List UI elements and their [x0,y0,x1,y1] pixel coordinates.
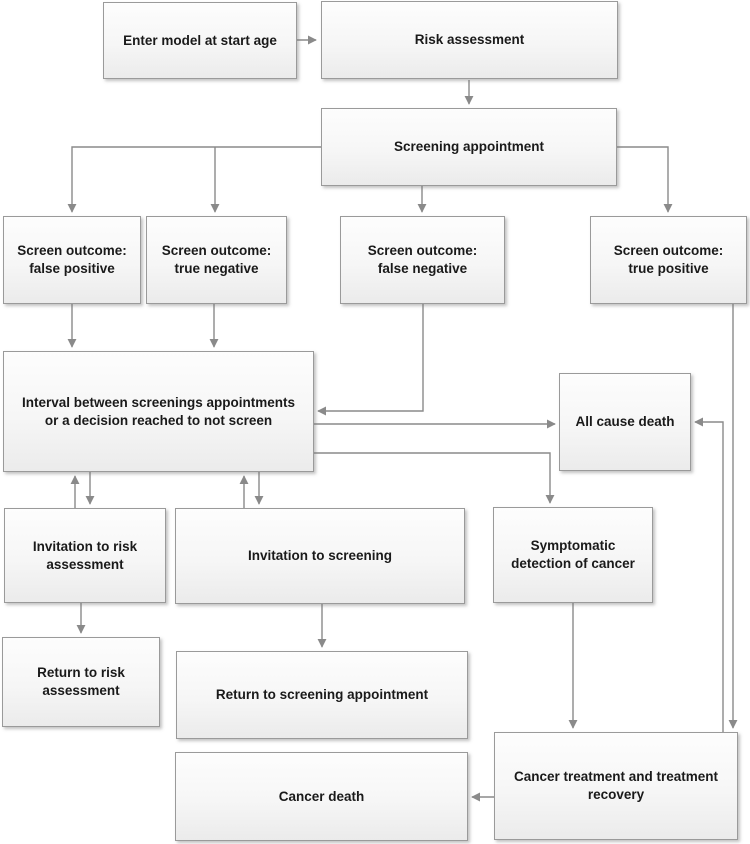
node-screen-false-negative: Screen outcome: false negative [340,216,505,304]
node-screen-true-negative: Screen outcome: true negative [146,216,287,304]
node-cancer-treatment-label: Cancer treatment and treatment recovery [513,769,719,802]
arrow-interval-to-symptomatic-detection [314,452,555,504]
node-invitation-to-screening-label: Invitation to screening [247,548,393,564]
arrow-screen-false-negative-to-interval [317,304,424,416]
node-screen-false-positive-label: Screen outcome: false positive [17,243,127,276]
node-return-to-risk-assessment: Return to risk assessment [2,637,160,727]
node-interval-between-screenings: Interval between screenings appointments… [3,351,314,472]
node-screen-false-negative-label: Screen outcome: false negative [367,243,478,276]
node-screening-appointment: Screening appointment [321,108,617,186]
node-symptomatic-detection: Symptomatic detection of cancer [493,507,653,603]
node-screen-true-negative-label: Screen outcome: true negative [161,243,272,276]
node-screening-appointment-label: Screening appointment [393,139,545,155]
node-screen-true-positive: Screen outcome: true positive [590,216,747,304]
node-return-to-screening-appointment: Return to screening appointment [176,651,468,739]
arrow-screening-appointment-to-screen-false-positive [67,146,321,213]
node-cancer-treatment: Cancer treatment and treatment recovery [494,732,738,840]
node-screen-true-positive-label: Screen outcome: true positive [613,243,724,276]
node-symptomatic-detection-label: Symptomatic detection of cancer [511,538,635,571]
node-invitation-to-risk-assessment-label: Invitation to risk assessment [32,538,138,572]
node-enter-model-label: Enter model at start age [123,32,277,48]
node-invitation-to-risk-assessment: Invitation to risk assessment [4,508,166,603]
node-return-to-risk-assessment-label: Return to risk assessment [37,665,125,698]
node-return-to-screening-appointment-label: Return to screening appointment [215,687,429,703]
arrow-screening-appointment-to-screen-true-positive [617,146,673,213]
arrow-cancer-treatment-to-all-cause-death [694,417,724,732]
node-invitation-to-screening: Invitation to screening [175,508,465,604]
node-risk-assessment: Risk assessment [321,1,618,79]
node-all-cause-death: All cause death [559,373,691,471]
node-cancer-death: Cancer death [175,752,468,841]
node-cancer-death-label: Cancer death [278,788,365,804]
node-enter-model: Enter model at start age [103,2,297,79]
node-screen-false-positive: Screen outcome: false positive [3,216,141,304]
node-interval-between-screenings-label: Interval between screenings appointments… [21,394,296,428]
node-risk-assessment-label: Risk assessment [414,32,525,48]
node-all-cause-death-label: All cause death [575,414,675,430]
